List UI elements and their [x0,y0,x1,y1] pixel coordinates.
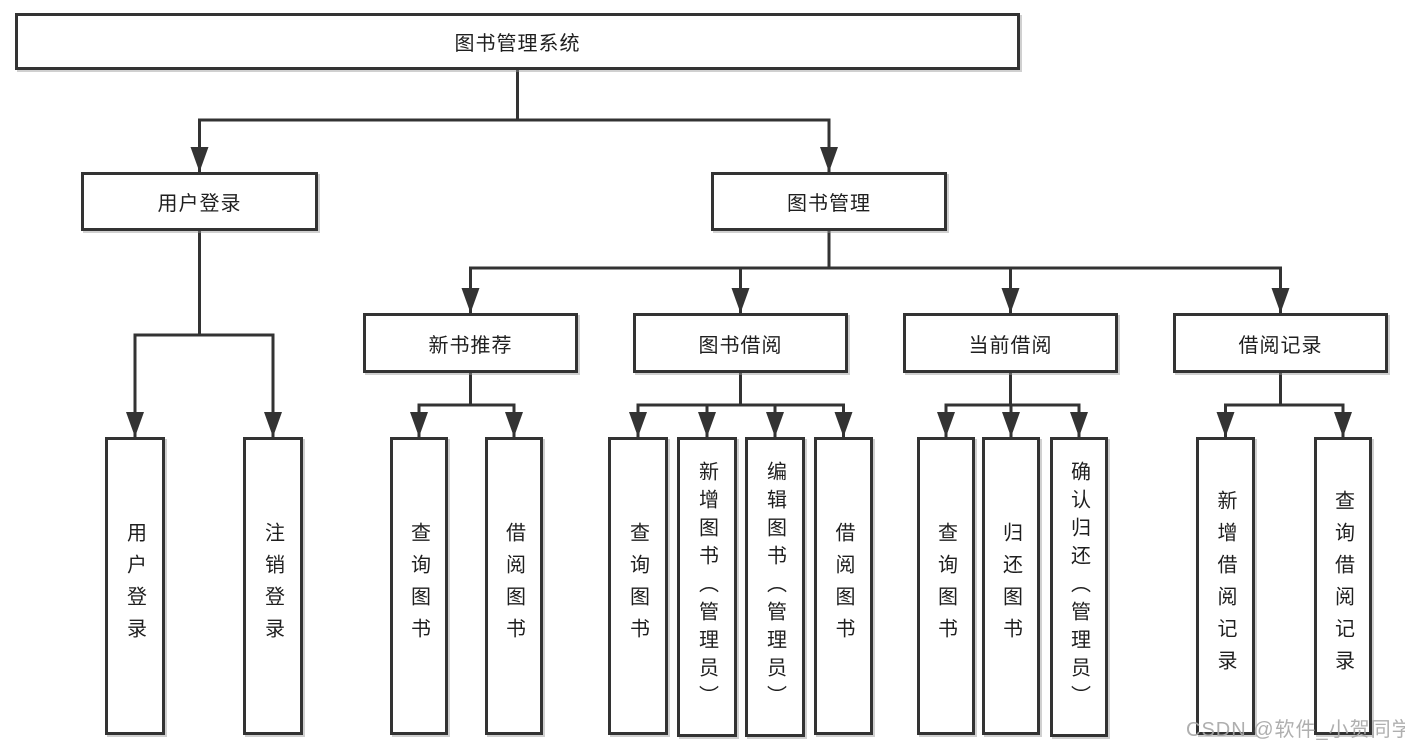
node-borrowing-records: 借阅记录 [1173,313,1388,373]
node-current-borrowing-label: 当前借阅 [968,334,1053,357]
leaf-recommend-query-books-label: 查询图书 [407,522,430,650]
leaf-borrow-edit-books-admin-label: 编辑图书（管理员） [763,461,786,713]
node-book-borrowing-label: 图书借阅 [698,334,783,357]
leaf-current-return-books-label: 归还图书 [999,522,1022,650]
node-new-book-recommendation: 新书推荐 [363,313,578,373]
node-book-borrowing: 图书借阅 [633,313,848,373]
leaf-recommend-borrow-books-label: 借阅图书 [502,522,525,650]
leaf-records-add-record: 新增借阅记录 [1196,437,1255,735]
root-node: 图书管理系统 [15,13,1020,70]
leaf-current-query-books-label: 查询图书 [934,522,957,650]
node-book-management: 图书管理 [711,172,947,231]
node-user-login-label: 用户登录 [157,193,242,215]
leaf-borrow-add-books-admin-label: 新增图书（管理员） [695,461,718,713]
leaf-current-confirm-return-admin-label: 确认归还（管理员） [1067,461,1090,713]
leaf-records-query-record-label: 查询借阅记录 [1331,490,1354,682]
leaf-borrow-query-books-label: 查询图书 [626,522,649,650]
connector-level3-rail [469,266,1282,313]
connector-level2-rail [198,118,831,172]
connector-borrow-rail [636,403,845,437]
node-current-borrowing: 当前借阅 [903,313,1118,373]
leaf-borrow-add-books-admin: 新增图书（管理员） [677,437,737,737]
connector-records-rail [1224,403,1345,437]
leaf-borrow-query-books: 查询图书 [608,437,668,735]
leaf-current-return-books: 归还图书 [982,437,1040,735]
leaf-recommend-borrow-books: 借阅图书 [485,437,543,735]
node-borrowing-records-label: 借阅记录 [1238,334,1323,357]
root-node-label: 图书管理系统 [454,33,581,55]
leaf-records-query-record: 查询借阅记录 [1314,437,1372,735]
leaf-borrow-edit-books-admin: 编辑图书（管理员） [745,437,805,737]
node-user-login: 用户登录 [81,172,318,231]
leaf-logout: 注销登录 [243,437,303,735]
leaf-user-login: 用户登录 [105,437,165,735]
leaf-current-query-books: 查询图书 [917,437,975,735]
leaf-records-add-record-label: 新增借阅记录 [1214,490,1236,682]
connector-login-rail [133,333,275,437]
leaf-borrow-borrow-books: 借阅图书 [814,437,873,735]
node-new-book-recommendation-label: 新书推荐 [428,334,513,357]
node-book-management-label: 图书管理 [787,193,871,215]
arrowheads [126,147,1352,437]
connector-recommend-rail [417,403,516,437]
leaf-recommend-query-books: 查询图书 [390,437,448,735]
leaf-user-login-label: 用户登录 [123,522,146,650]
leaf-current-confirm-return-admin: 确认归还（管理员） [1050,437,1108,737]
leaf-borrow-borrow-books-label: 借阅图书 [832,522,854,650]
leaf-logout-label: 注销登录 [261,522,284,650]
csdn-watermark: CSDN @软件_小贺同学 [1186,719,1405,741]
